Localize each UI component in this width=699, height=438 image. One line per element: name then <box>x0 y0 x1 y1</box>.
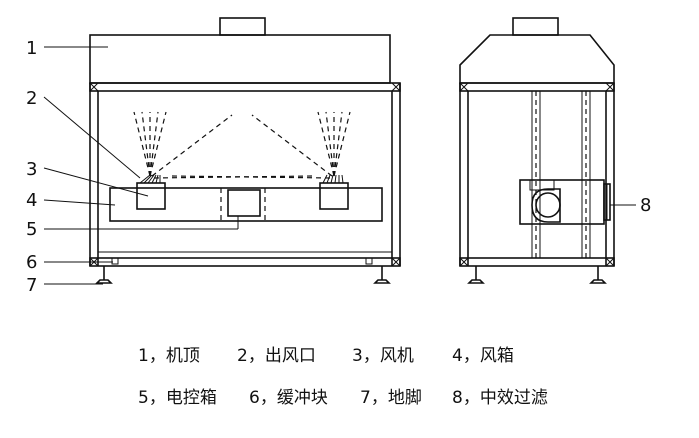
callout-labels: 1 2 3 4 5 6 7 8 <box>26 38 651 296</box>
callout-3: 3 <box>26 159 37 180</box>
callout-4: 4 <box>26 190 37 211</box>
callout-5: 5 <box>26 219 37 240</box>
front-view <box>89 17 401 284</box>
legend-item-5: 5，电控箱 <box>138 388 217 408</box>
callout-2: 2 <box>26 88 37 109</box>
foot-right <box>373 266 391 284</box>
legend-item-2: 2，出风口 <box>237 346 316 366</box>
vanes-left <box>139 174 161 184</box>
legend-item-3: 3，风机 <box>352 346 414 366</box>
foot-left <box>95 266 113 284</box>
side-exhaust-stub <box>512 17 559 36</box>
air-outlet <box>227 189 261 217</box>
callout-6: 6 <box>26 252 37 273</box>
blower-left <box>136 182 166 210</box>
legend-item-8: 8，中效过滤 <box>452 388 548 408</box>
buffer-block-left <box>111 257 119 265</box>
exhaust-stub <box>219 17 266 36</box>
callout-7: 7 <box>26 275 37 296</box>
side-view <box>459 17 615 284</box>
filter-rails <box>531 91 591 258</box>
leader-lines <box>43 46 636 285</box>
vanes-right <box>322 174 344 184</box>
blower-right <box>319 182 349 210</box>
side-hood <box>459 34 615 84</box>
top-rail <box>89 82 401 92</box>
bottom-rail <box>89 257 401 267</box>
airflow-left <box>133 111 313 179</box>
legend-item-4: 4，风箱 <box>452 346 514 366</box>
callout-8: 8 <box>640 195 651 216</box>
machine-top <box>89 34 391 84</box>
callout-1: 1 <box>26 38 37 59</box>
buffer-block-right <box>365 257 373 265</box>
legend-item-6: 6，缓冲块 <box>249 388 328 408</box>
legend-item-1: 1，机顶 <box>138 346 200 366</box>
legend-item-7: 7，地脚 <box>360 388 422 408</box>
airflow-right <box>171 111 351 179</box>
